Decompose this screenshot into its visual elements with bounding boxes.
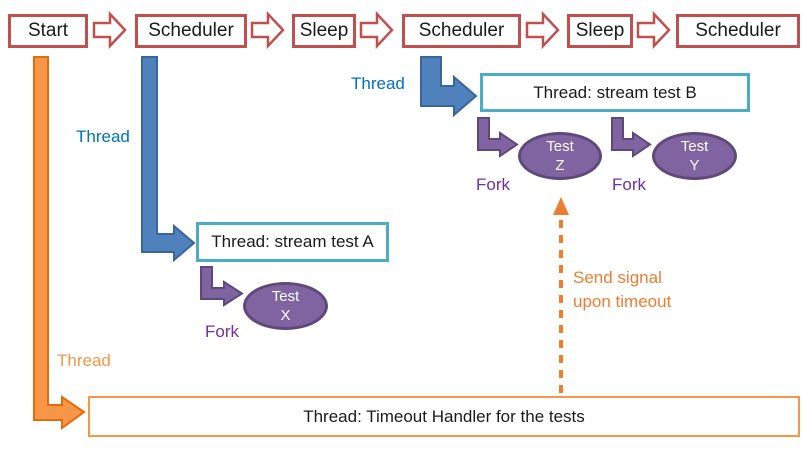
timeout-thread-label: Thread: [57, 351, 111, 370]
test-x-ellipse: Test X: [243, 282, 328, 330]
test-z-line2: Z: [555, 157, 565, 174]
fork-z-label: Fork: [476, 175, 510, 194]
test-x-line1: Test: [271, 288, 300, 305]
flow-box-label: Start: [27, 20, 69, 41]
flow-arrow-icon-2: [250, 12, 285, 48]
flow-box-label: Scheduler: [695, 20, 781, 41]
fork-x-arrow-icon: [200, 266, 244, 307]
flow-box-sleep-1: Sleep: [292, 14, 356, 48]
test-z-line1: Test: [546, 138, 574, 155]
flow-box-label: Scheduler: [418, 20, 505, 41]
send-signal-line2: upon timeout: [573, 292, 672, 311]
flow-box-scheduler-3: Scheduler: [676, 14, 800, 48]
fork-x-label: Fork: [205, 322, 239, 341]
fork-y-arrow-icon: [611, 117, 652, 158]
send-signal-annotation: Send signal upon timeout: [573, 266, 671, 314]
test-y-ellipse: Test Y: [652, 132, 737, 180]
thread-b-arrow-icon: [420, 56, 478, 118]
flow-arrow-icon-1: [92, 12, 127, 48]
test-x-line2: X: [280, 307, 291, 324]
timeout-handler-box: Thread: Timeout Handler for the tests: [88, 396, 800, 437]
flow-arrow-icon-3: [359, 12, 394, 48]
send-signal-line1: Send signal: [573, 268, 662, 287]
thread-a-label: Thread: [76, 127, 130, 146]
flow-box-scheduler-1: Scheduler: [135, 14, 247, 48]
stream-test-a-label: Thread: stream test A: [211, 232, 374, 251]
stream-test-a-box: Thread: stream test A: [196, 222, 389, 262]
thread-b-label: Thread: [351, 74, 405, 93]
thread-a-arrow-icon: [141, 56, 196, 263]
test-y-line1: Test: [680, 138, 709, 155]
fork-z-arrow-icon: [477, 117, 519, 158]
flow-arrow-icon-5: [636, 12, 671, 48]
test-z-ellipse: Test Z: [518, 132, 602, 180]
signal-arrow-head-icon: [553, 197, 569, 215]
flow-box-sleep-2: Sleep: [567, 14, 633, 48]
flow-arrow-icon-4: [525, 12, 560, 48]
fork-y-label: Fork: [612, 175, 646, 194]
flow-box-label: Sleep: [575, 20, 625, 41]
test-y-line2: Y: [689, 157, 700, 174]
flow-box-start: Start: [8, 14, 88, 48]
flow-box-label: Sleep: [299, 20, 349, 41]
timeout-handler-label: Thread: Timeout Handler for the tests: [303, 406, 585, 426]
timeout-thread-arrow-icon: [33, 56, 86, 430]
stream-test-b-label: Thread: stream test B: [533, 82, 697, 102]
flow-box-scheduler-2: Scheduler: [402, 14, 521, 48]
flow-box-label: Scheduler: [148, 20, 234, 41]
stream-test-b-box: Thread: stream test B: [480, 73, 750, 112]
